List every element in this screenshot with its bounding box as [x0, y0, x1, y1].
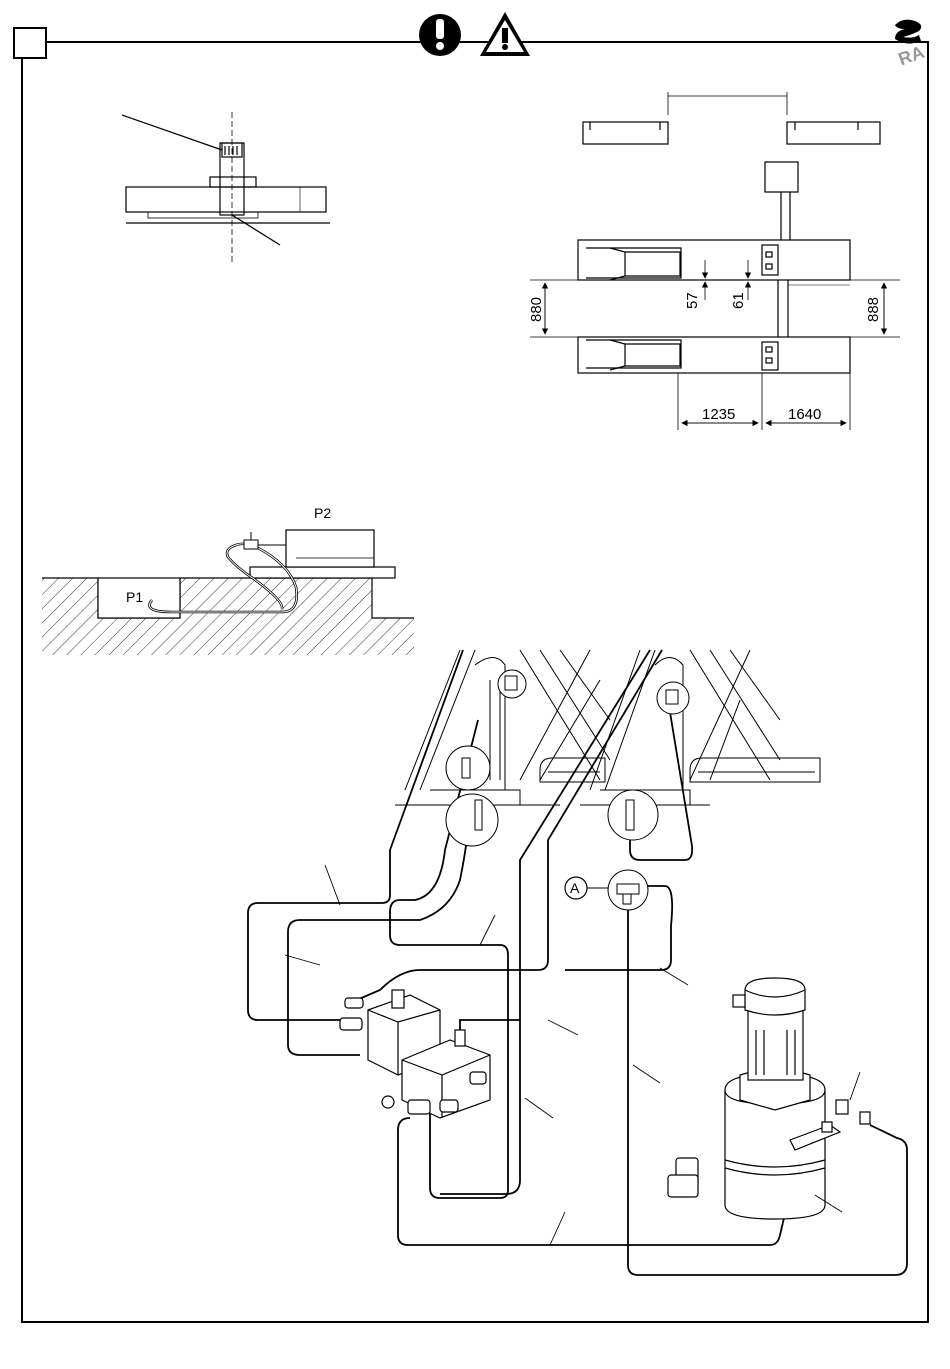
dim-1640: 1640: [788, 406, 821, 423]
lift-layout-diagram: [530, 92, 900, 430]
floor-pipe-diagram: [42, 530, 414, 655]
dim-61: 61: [730, 292, 747, 309]
dim-880: 880: [528, 297, 545, 322]
power-unit: [668, 978, 870, 1219]
section-checkbox: [14, 28, 46, 58]
warning-triangle-icon: [480, 12, 530, 56]
dim-1235: 1235: [702, 406, 735, 423]
detail-a-label: A: [570, 880, 580, 896]
dim-57: 57: [684, 292, 701, 309]
valve-block: [340, 990, 490, 1118]
brand-logo: RA: [895, 20, 927, 70]
mandatory-action-icon: [419, 14, 461, 56]
brand-text: RA: [896, 42, 927, 70]
dim-888: 888: [865, 297, 882, 322]
anchor-bolt-detail: [122, 112, 330, 265]
label-p1: P1: [126, 589, 143, 605]
label-p2: P2: [314, 505, 331, 521]
